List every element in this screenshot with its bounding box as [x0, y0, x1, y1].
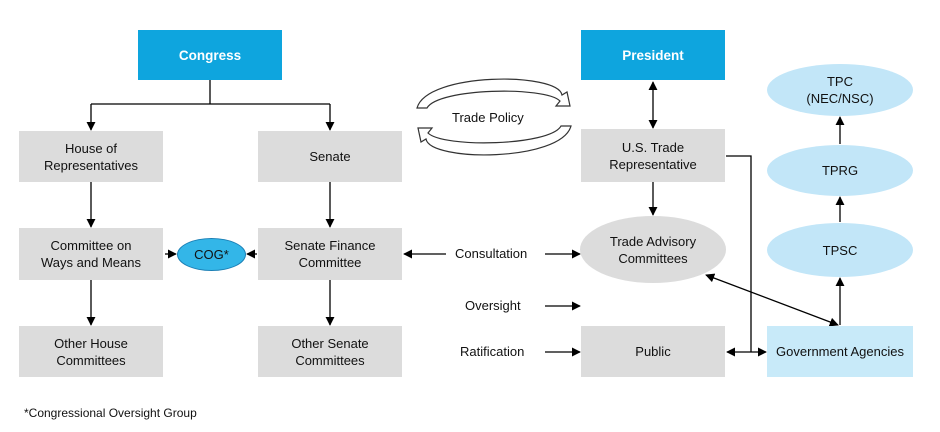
senate-box: Senate	[258, 131, 402, 182]
ustr-box: U.S. Trade Representative	[581, 129, 725, 182]
ways-and-means-box: Committee on Ways and Means	[19, 228, 163, 280]
trade-policy-cycle-icon	[416, 78, 572, 156]
other-house-box: Other House Committees	[19, 326, 163, 377]
other-senate-box: Other Senate Committees	[258, 326, 402, 377]
arrow-advisory-agencies	[705, 273, 839, 327]
oversight-label: Oversight	[465, 298, 521, 313]
trade-advisory-ellipse: Trade Advisory Committees	[580, 216, 726, 283]
house-box: House of Representatives	[19, 131, 163, 182]
trade-policy-label: Trade Policy	[452, 110, 524, 125]
president-box: President	[581, 30, 725, 80]
tpc-ellipse: TPC (NEC/NSC)	[767, 64, 913, 116]
tpsc-ellipse: TPSC	[767, 223, 913, 277]
cog-ellipse: COG*	[177, 238, 246, 271]
consultation-label: Consultation	[455, 246, 528, 261]
senate-finance-box: Senate Finance Committee	[258, 228, 402, 280]
ratification-label: Ratification	[460, 344, 525, 359]
public-box: Public	[581, 326, 725, 377]
congress-box: Congress	[138, 30, 282, 80]
ustr-to-agencies-line	[726, 155, 752, 352]
tprg-ellipse: TPRG	[767, 145, 913, 196]
government-agencies-box: Government Agencies	[767, 326, 913, 377]
footnote: *Congressional Oversight Group	[24, 406, 197, 420]
